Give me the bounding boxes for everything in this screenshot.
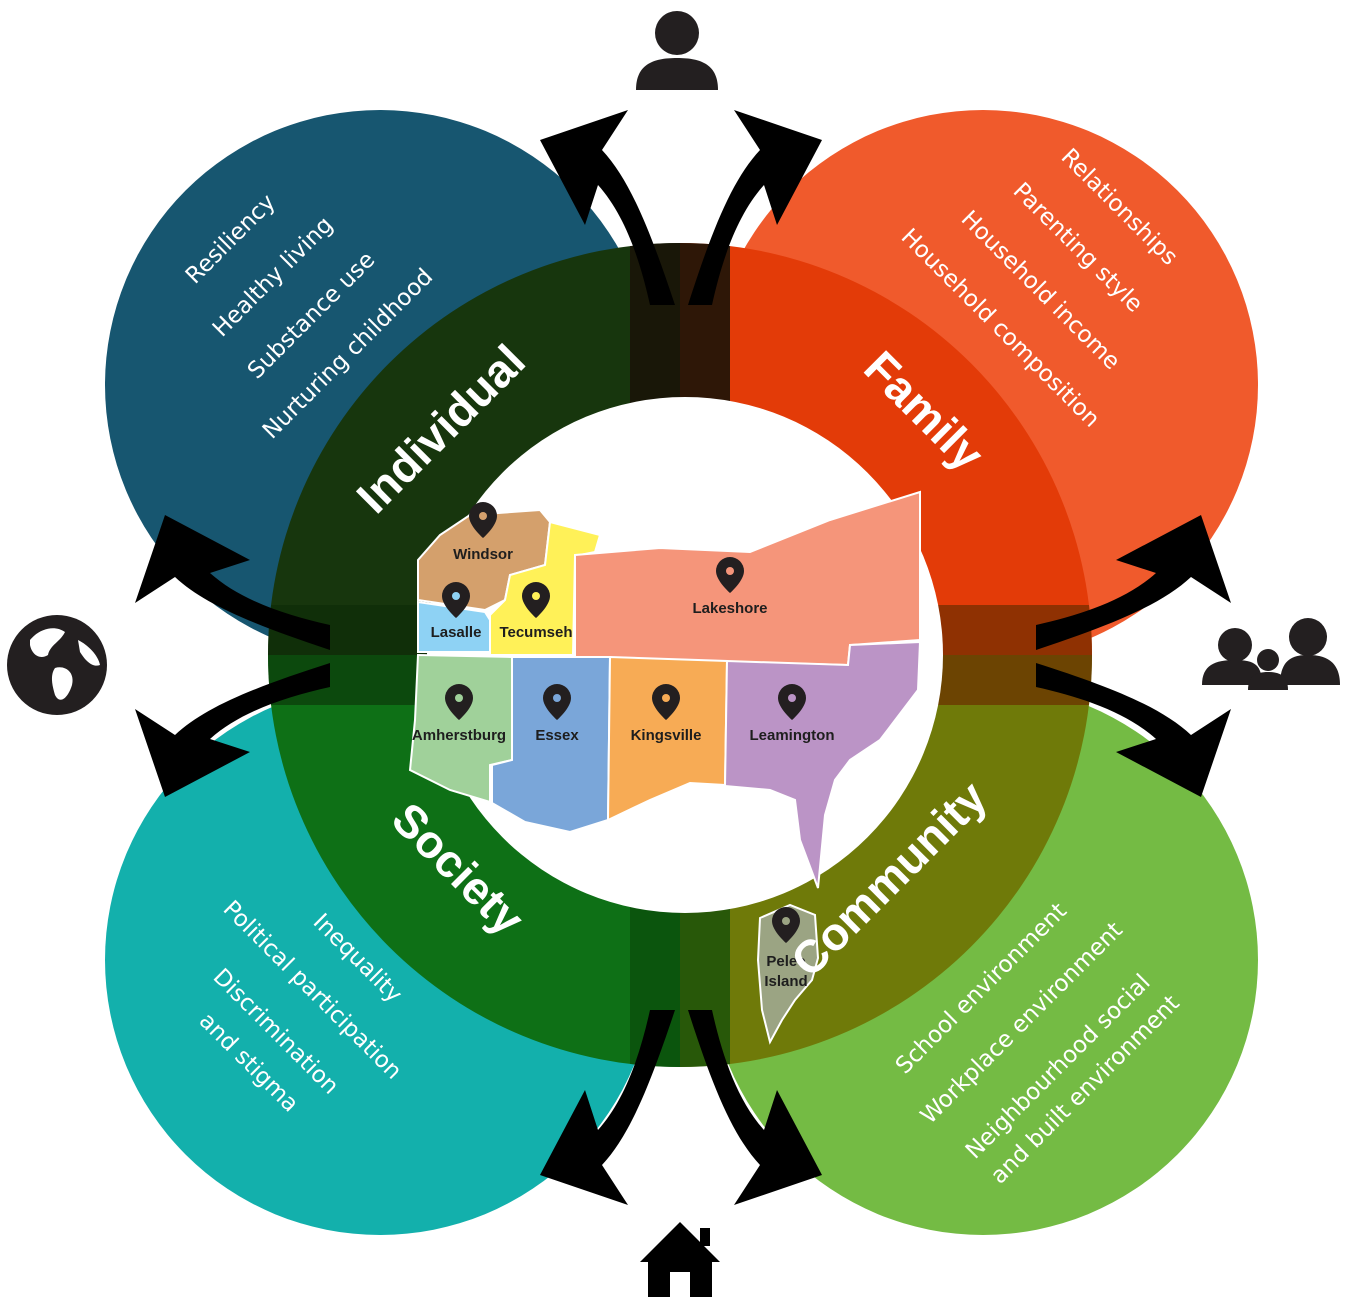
person-icon [636, 11, 718, 90]
map-label-tecumseh: Tecumseh [499, 624, 572, 641]
map-label-windsor: Windsor [453, 546, 513, 563]
location-pin-icon [442, 582, 470, 618]
location-pin-icon [778, 684, 806, 720]
map-region-lasalle [417, 600, 491, 653]
map-label-island: Island [764, 973, 807, 990]
globe-icon [7, 615, 107, 715]
arrows-left [135, 515, 330, 797]
location-pin-icon [469, 502, 497, 538]
map-label-lasalle: Lasalle [431, 624, 482, 641]
map-label-pelee: Pelee [766, 953, 805, 970]
map-region-pelee-island [756, 903, 820, 1045]
location-pin-icon [772, 907, 800, 943]
map-label-essex: Essex [535, 727, 579, 744]
map-label-kingsville: Kingsville [631, 727, 702, 744]
location-pin-icon [522, 582, 550, 618]
map-label-lakeshore: Lakeshore [692, 600, 767, 617]
family-icon [1202, 618, 1340, 690]
location-pin-icon [716, 557, 744, 593]
house-icon [640, 1222, 720, 1297]
map-region-leamington [723, 640, 922, 889]
arrows-top [540, 110, 822, 305]
map-pins [442, 502, 806, 943]
map-labels: Windsor Tecumseh Lasalle Lakeshore Amher… [412, 546, 835, 990]
location-pin-icon [543, 684, 571, 720]
location-pin-icon [445, 684, 473, 720]
location-pin-icon [652, 684, 680, 720]
arrows-right [1036, 515, 1231, 797]
arrows-bottom [540, 1010, 822, 1205]
map-label-leamington: Leamington [750, 727, 835, 744]
map-label-amherstburg: Amherstburg [412, 727, 506, 744]
